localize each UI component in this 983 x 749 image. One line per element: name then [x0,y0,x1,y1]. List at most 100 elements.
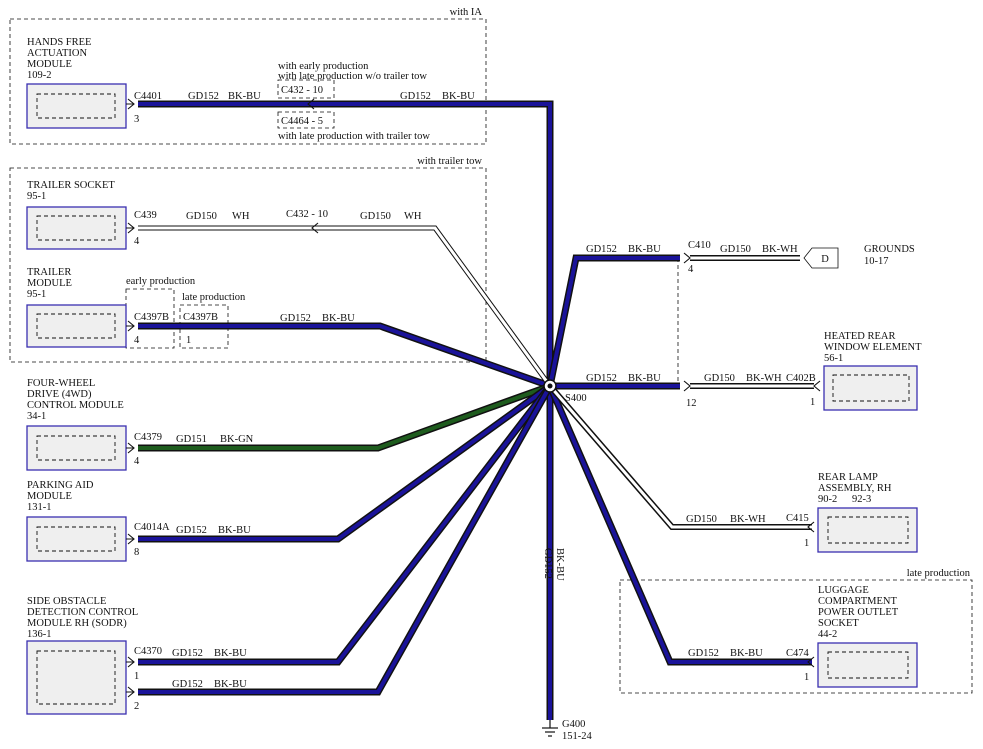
heated-rear-pin: 1 [810,397,815,408]
module-rear-lamp[interactable] [817,507,918,553]
luggage-name1: LUGGAGE [818,585,869,596]
group-label-late-production: late production [182,292,246,303]
wire-label: BK-WH [730,514,766,525]
group-label-with-ia: with IA [450,7,483,18]
wire-label: GD150 [360,211,391,222]
heated-rear-name2: WINDOW ELEMENT [824,342,922,353]
fwd-name2: DRIVE (4WD) [27,389,92,400]
wire-label: GD152 [280,313,311,324]
trailer-socket-pin: 4 [134,236,140,247]
ground-wire-circuit: GD152 [542,548,553,579]
group-with-ia [9,18,487,145]
wire-label: GD152 [586,373,617,384]
wire-label: WH [232,211,250,222]
inline-c432-trailer: C432 - 10 [286,209,328,220]
grounds-connector-symbol [803,247,839,269]
luggage-pin: 1 [804,672,809,683]
wire-label: BK-BU [628,244,661,255]
group-label-early-production: early production [126,276,196,287]
inline-note-late: with late production w/o trailer tow [278,71,427,82]
luggage-ref: 44-2 [818,629,837,640]
hands-free-ref: 109-2 [27,70,52,81]
sodr-name2: DETECTION CONTROL [27,607,138,618]
wire-sodr-1 [138,383,553,666]
wire-4wd [138,382,552,452]
module-luggage[interactable] [817,642,918,688]
module-sodr[interactable] [26,640,127,715]
wire-label: BK-BU [442,91,475,102]
wire-label: GD152 [188,91,219,102]
inline-note-trailer: with late production with trailer tow [278,131,430,142]
wire-trailer-socket [138,225,553,388]
rear-lamp-connector: C415 [786,513,809,524]
trailer-module-connector-late: C4397B [183,312,218,323]
wire-label: GD152 [172,679,203,690]
group-label-late-production-luggage: late production [907,568,971,579]
wire-hands-free [138,100,554,720]
group-late-production-luggage [619,579,973,694]
module-parking-aid[interactable] [26,516,127,562]
luggage-name4: SOCKET [818,618,859,629]
wire-label: BK-GN [220,434,254,445]
wire-label: GD152 [176,525,207,536]
wire-sodr-2 [138,384,554,696]
hands-free-name1: HANDS FREE [27,37,91,48]
wire-label: GD150 [186,211,217,222]
ground-wire-color: BK-BU [554,548,565,581]
luggage-name3: POWER OUTLET [818,607,899,618]
sodr-name3: MODULE RH (SODR) [27,618,127,629]
sodr-pin2: 2 [134,701,139,712]
wire-label: GD152 [400,91,431,102]
wire-grounds-in [546,254,680,387]
module-hands-free[interactable] [26,83,127,129]
module-heated-rear[interactable] [823,365,918,411]
trailer-module-name1: TRAILER [27,267,71,278]
fwd-name1: FOUR-WHEEL [27,378,95,389]
group-with-trailer-tow [9,167,487,363]
fwd-ref: 34-1 [27,411,46,422]
wire-label: WH [404,211,422,222]
module-trailer-socket[interactable] [26,206,127,250]
trailer-module-pin-early: 4 [134,335,140,346]
grounds-letter: D [821,254,829,265]
wire-label: BK-WH [746,373,782,384]
wire-label: BK-WH [762,244,798,255]
sodr-ref: 136-1 [27,629,52,640]
rear-lamp-ref2: 92-3 [852,494,871,505]
hands-free-connector: C4401 [134,91,162,102]
ground-name: G400 [562,719,585,730]
wire-parking-aid [138,383,553,543]
splice-label: S400 [565,393,587,404]
hands-free-name2: ACTUATION [27,48,87,59]
module-4wd[interactable] [26,425,127,471]
parking-aid-ref: 131-1 [27,502,52,513]
rear-lamp-pin: 1 [804,538,809,549]
trailer-module-connector-early: C4397B [134,312,169,323]
group-late-production [179,304,229,349]
wire-label: BK-BU [730,648,763,659]
luggage-name2: COMPARTMENT [818,596,898,607]
trailer-socket-connector: C439 [134,210,157,221]
inline-c432-box [277,79,335,99]
splice-dot [547,383,553,389]
inline-note-early: with early production [278,61,369,72]
fwd-connector: C4379 [134,432,162,443]
luggage-connector: C474 [786,648,810,659]
rear-lamp-name1: REAR LAMP [818,472,878,483]
wire-label: BK-BU [214,679,247,690]
parking-aid-connector: C4014A [134,522,170,533]
ground-ref: 151-24 [562,731,592,742]
module-trailer[interactable] [26,304,127,348]
wire-label: GD152 [586,244,617,255]
wire-rear-lamp [547,384,812,530]
hands-free-name3: MODULE [27,59,72,70]
trailer-module-ref: 95-1 [27,289,46,300]
rear-lamp-ref1: 90-2 [818,494,837,505]
inline-c4464: C4464 - 5 [281,116,323,127]
heated-rear-name1: HEATED REAR [824,331,895,342]
trailer-socket-name: TRAILER SOCKET [27,180,115,191]
heated-rear-connector: C402B [786,373,816,384]
wire-label: BK-BU [322,313,355,324]
parking-aid-pin: 8 [134,547,139,558]
